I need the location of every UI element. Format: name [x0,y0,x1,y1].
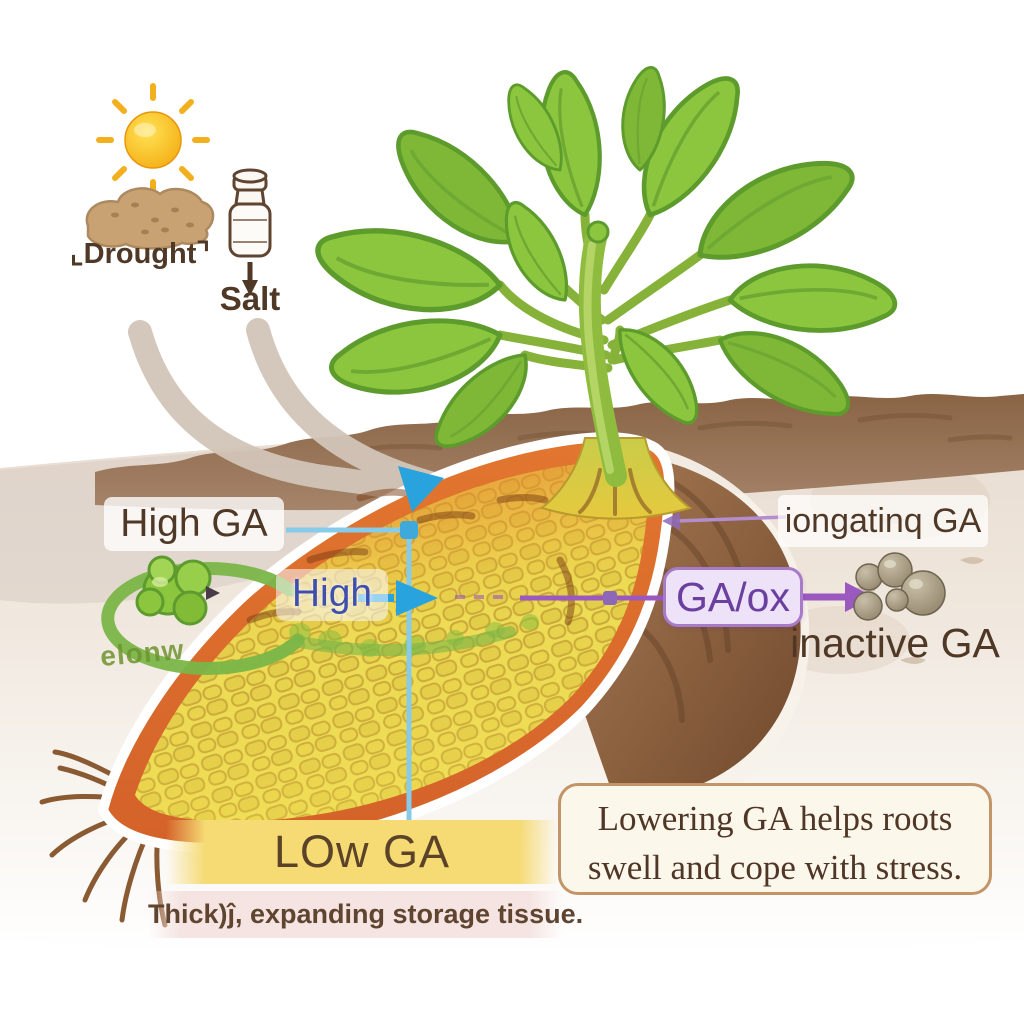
conclusion-line2: swell and cope with stress. [587,848,963,887]
sun-icon [96,83,210,197]
inactive-ga-molecules-icon [853,552,946,621]
soil-pile-icon [85,187,215,250]
conclusion-line1: Lowering GA helps roots [597,799,953,838]
drought-label: ⌞Drought⌝ [70,238,210,270]
ga2ox-enzyme-box: GA/ox [663,567,803,627]
storage-tissue-caption: Thick)ĵ, expanding storage tissue. [148,891,583,938]
high-label: High [276,569,388,621]
elongating-ga-label: iongatinq GA [778,495,988,547]
inactive-ga-label: inactive GA [790,620,1000,666]
salt-arrow [242,262,258,296]
high-arrowhead [396,580,438,616]
purple-connector [455,505,874,787]
salt-label: Salt [219,280,281,317]
stress-arrowhead [398,466,444,512]
ga-cycle-arrow [101,555,516,675]
active-ga-cluster-icon [135,555,220,626]
salt-shaker-icon [228,168,272,296]
plant-illustration [309,63,898,487]
conclusion-box: Lowering GA helps roots swell and cope w… [558,783,992,895]
high-ga-label: High GA [104,497,284,551]
low-ga-label: LOw GA [166,820,558,884]
